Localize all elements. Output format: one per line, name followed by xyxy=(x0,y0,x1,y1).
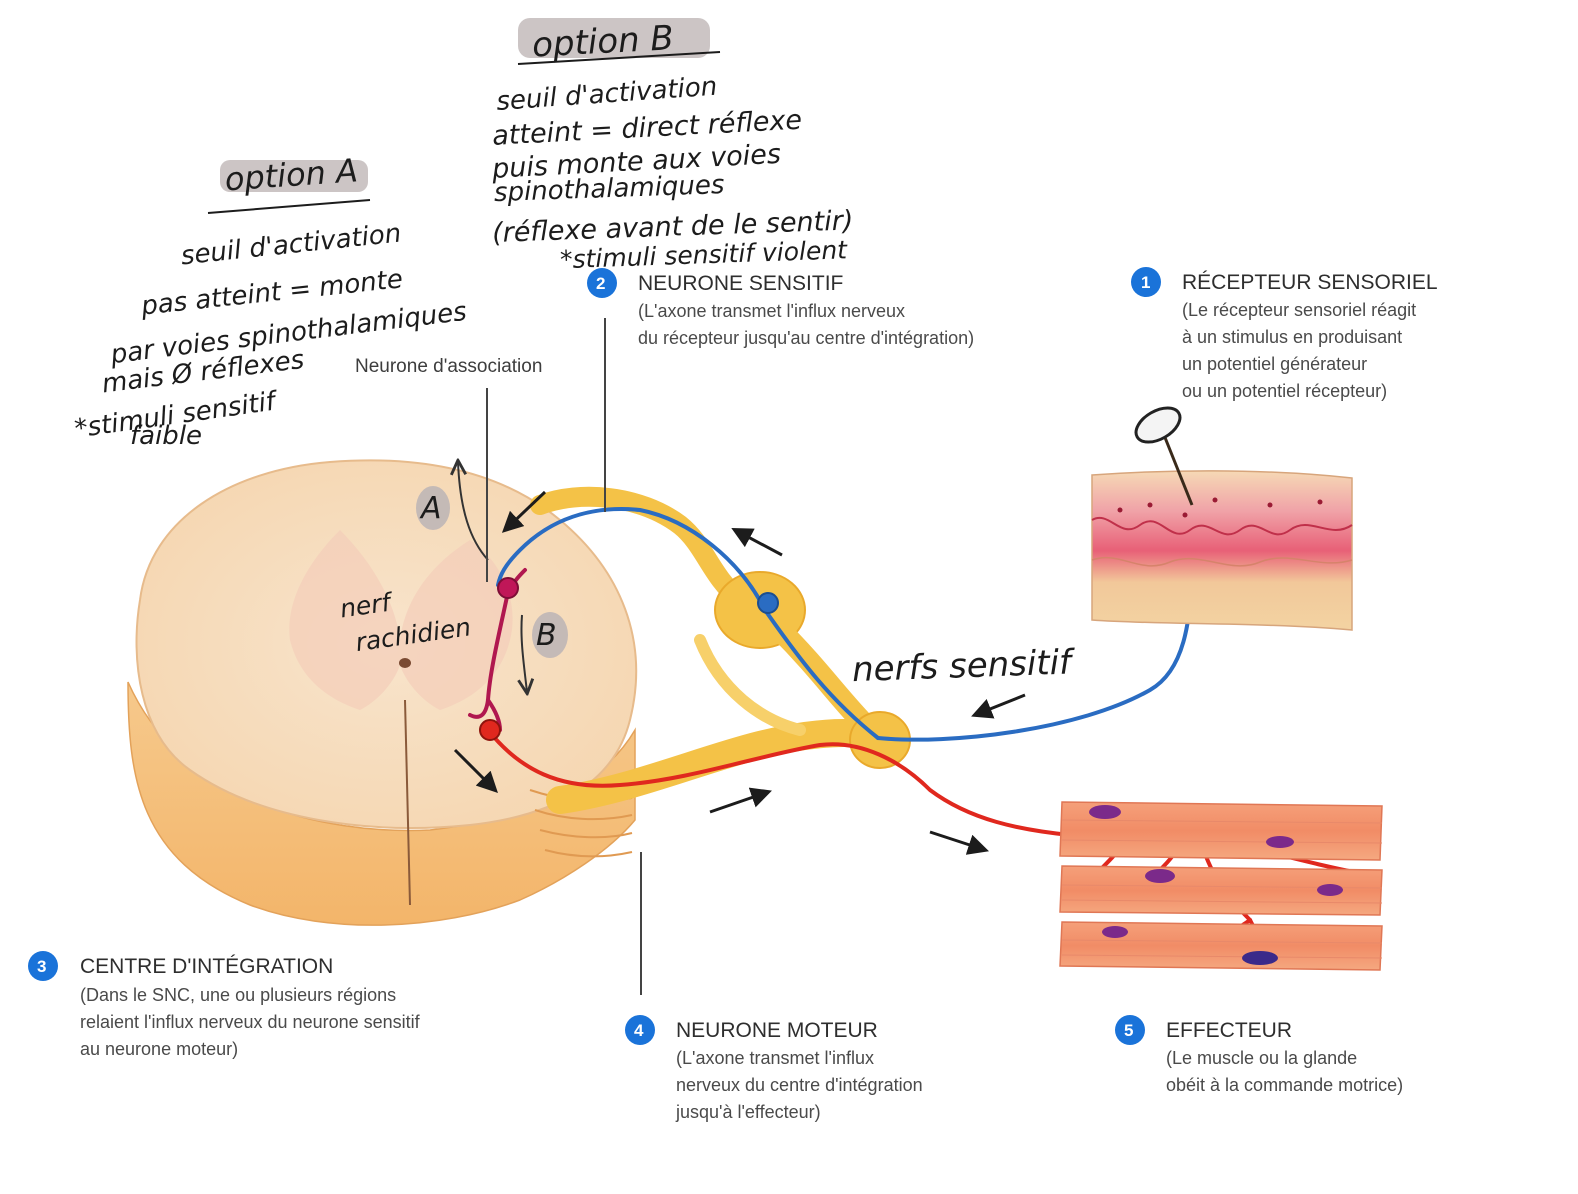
arrow-sensory-in xyxy=(975,695,1025,715)
svg-text:1: 1 xyxy=(1141,273,1150,292)
option-b-annotation: option B seuil d'activation atteint = di… xyxy=(490,18,853,274)
svg-text:NEURONE MOTEUR: NEURONE MOTEUR xyxy=(676,1019,878,1042)
association-neuron-label: Neurone d'association xyxy=(355,356,542,377)
arrow-ganglion xyxy=(735,530,782,555)
svg-text:5: 5 xyxy=(1124,1021,1133,1040)
muscle-effector-illustration xyxy=(1060,802,1382,970)
svg-text:au neurone moteur): au neurone moteur) xyxy=(80,1039,238,1059)
option-a-annotation: option A seuil d'activation pas atteint … xyxy=(73,151,468,451)
svg-text:(Le récepteur sensoriel réagit: (Le récepteur sensoriel réagit xyxy=(1182,300,1416,320)
marker-b: B xyxy=(532,612,568,658)
svg-text:obéit à la commande motrice): obéit à la commande motrice) xyxy=(1166,1075,1403,1095)
label-motor-neuron: 4 NEURONE MOTEUR (L'axone transmet l'inf… xyxy=(625,1015,923,1122)
option-a-line-6: faible xyxy=(130,421,202,451)
svg-text:à un stimulus en produisant: à un stimulus en produisant xyxy=(1182,327,1402,347)
label-sensory-receptor: 1 RÉCEPTEUR SENSORIEL (Le récepteur sens… xyxy=(1131,267,1438,401)
svg-text:(L'axone transmet l'influx ner: (L'axone transmet l'influx nerveux xyxy=(638,301,905,321)
svg-text:NEURONE SENSITIF: NEURONE SENSITIF xyxy=(638,272,843,295)
svg-text:(Le muscle ou la glande: (Le muscle ou la glande xyxy=(1166,1048,1357,1068)
nerfs-sensitif-annotation: nerfs sensitif xyxy=(851,642,1076,690)
svg-text:du récepteur jusqu'au centre d: du récepteur jusqu'au centre d'intégrati… xyxy=(638,328,974,348)
svg-text:CENTRE D'INTÉGRATION: CENTRE D'INTÉGRATION xyxy=(80,955,333,978)
svg-text:nerveux du centre d'intégratio: nerveux du centre d'intégration xyxy=(676,1075,923,1095)
label-integration-center: 3 CENTRE D'INTÉGRATION (Dans le SNC, une… xyxy=(28,951,421,1059)
svg-text:ou un potentiel récepteur): ou un potentiel récepteur) xyxy=(1182,381,1387,401)
svg-text:un potentiel générateur: un potentiel générateur xyxy=(1182,354,1367,374)
svg-text:B: B xyxy=(536,618,557,653)
svg-text:(L'axone transmet l'influx: (L'axone transmet l'influx xyxy=(676,1048,874,1068)
spinal-cord xyxy=(128,460,636,925)
svg-text:RÉCEPTEUR SENSORIEL: RÉCEPTEUR SENSORIEL xyxy=(1182,271,1438,294)
svg-text:3: 3 xyxy=(37,957,46,976)
central-canal xyxy=(399,658,411,668)
option-a-line-1: seuil d'activation xyxy=(180,218,403,271)
association-cell-body xyxy=(498,578,518,598)
arrow-to-effector xyxy=(930,832,985,850)
skin-receptor-illustration xyxy=(1092,401,1352,630)
svg-text:jusqu'à l'effecteur): jusqu'à l'effecteur) xyxy=(675,1102,821,1122)
svg-text:(Dans le SNC, une ou plusieurs: (Dans le SNC, une ou plusieurs régions xyxy=(80,985,396,1005)
label-effector: 5 EFFECTEUR (Le muscle ou la glande obéi… xyxy=(1115,1015,1403,1095)
svg-text:2: 2 xyxy=(596,274,605,293)
motor-cell-body xyxy=(480,720,500,740)
svg-text:4: 4 xyxy=(634,1021,644,1040)
svg-text:relaient l'influx nerveux du n: relaient l'influx nerveux du neurone sen… xyxy=(80,1012,421,1032)
sensory-cell-body xyxy=(758,593,778,613)
svg-text:A: A xyxy=(419,491,442,526)
arrow-ventral-root xyxy=(710,792,768,812)
label-sensory-neuron: 2 NEURONE SENSITIF (L'axone transmet l'i… xyxy=(587,268,974,348)
svg-text:EFFECTEUR: EFFECTEUR xyxy=(1166,1019,1292,1042)
marker-a: A xyxy=(416,486,450,530)
